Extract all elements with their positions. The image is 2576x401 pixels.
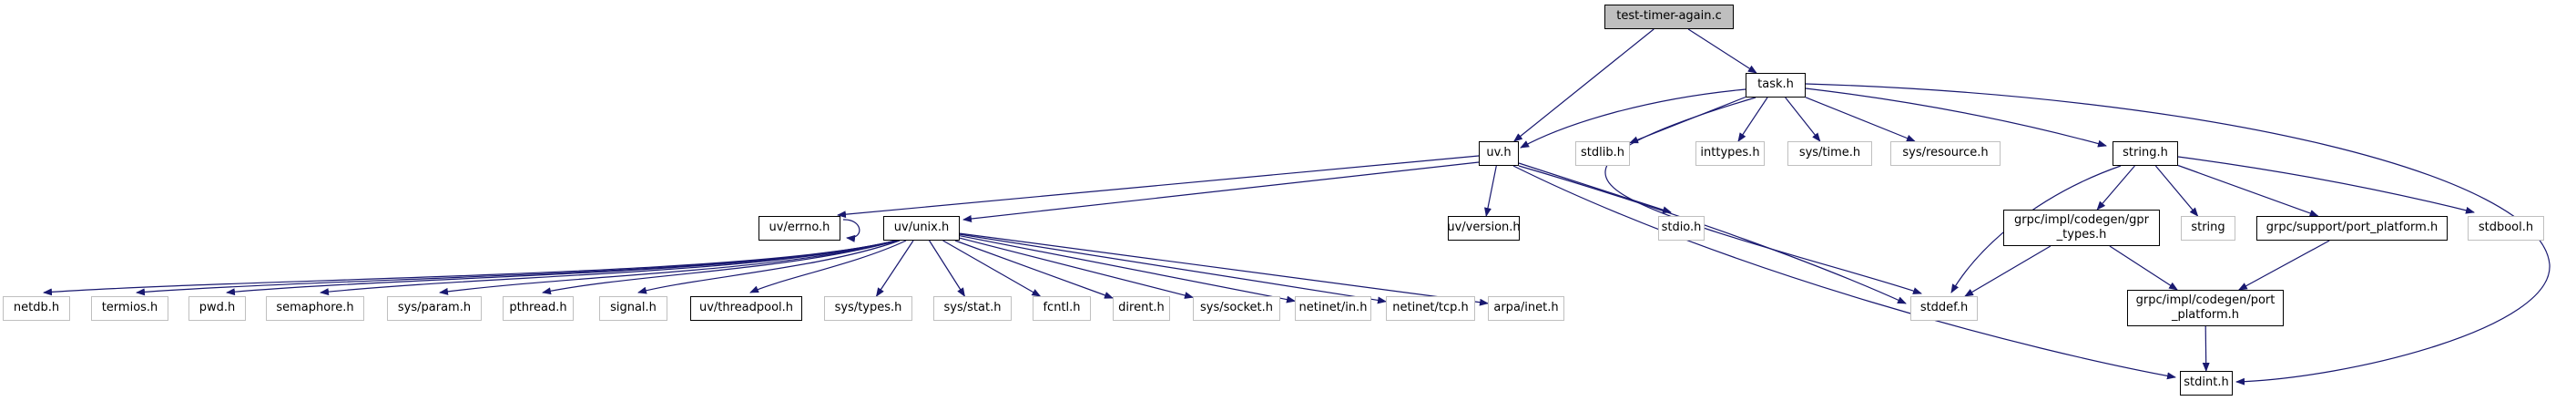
edge-test-timer-again-c-task-h [1687, 28, 1757, 74]
node-test-timer-again-c[interactable]: test-timer-again.c [1604, 5, 1734, 29]
edge-uv-unix-h-sys-stat-h [929, 240, 965, 297]
node-stdbool-h[interactable]: stdbool.h [2468, 216, 2544, 241]
node-netdb-h[interactable]: netdb.h [3, 296, 70, 321]
edge-uv-h-stddef-h [1518, 165, 1907, 304]
node-semaphore-h[interactable]: semaphore.h [266, 296, 364, 321]
node-string[interactable]: string [2181, 216, 2235, 241]
edge-uv-h-uv-version-h [1484, 165, 1497, 217]
node-sys-time-h[interactable]: sys/time.h [1787, 141, 1872, 166]
edge-gpr-types-h-stddef-h [1964, 245, 2052, 297]
node-uv-threadpool-h[interactable]: uv/threadpool.h [690, 296, 802, 321]
node-termios-h[interactable]: termios.h [91, 296, 168, 321]
node-sys-socket-h[interactable]: sys/socket.h [1193, 296, 1280, 321]
edge-task-h-sys-resource-h [1805, 97, 1916, 142]
edge-task-h-uv-h [1520, 88, 1746, 149]
edge-uv-unix-h-netinet-in-h [959, 235, 1296, 303]
node-sys-resource-h[interactable]: sys/resource.h [1890, 141, 2001, 166]
edge-uv-errno-h-uv-errno-h [842, 219, 860, 242]
node-sys-types-h[interactable]: sys/types.h [824, 296, 912, 321]
node-support-port-platform-h[interactable]: grpc/support/port_platform.h [2256, 216, 2448, 241]
edge-test-timer-again-c-uv-h [1513, 28, 1655, 142]
edge-uv-h-stdint-h [1512, 165, 2176, 380]
edge-uv-unix-h-pwd-h [226, 240, 897, 296]
node-fcntl-h[interactable]: fcntl.h [1033, 296, 1091, 321]
edge-string-h-string [2154, 165, 2199, 217]
edge-uv-unix-h-pthread-h [542, 240, 899, 295]
edge-uv-unix-h-sys-socket-h [959, 237, 1194, 299]
edge-uv-unix-h-sys-param-h [439, 240, 898, 295]
node-stdio-h[interactable]: stdio.h [1658, 216, 1705, 241]
node-stddef-h[interactable]: stddef.h [1910, 296, 1978, 321]
node-codegen-port-platform-h[interactable]: grpc/impl/codegen/port _platform.h [2127, 290, 2284, 326]
edge-string-h-gpr-types-h [2096, 165, 2135, 211]
edge-uv-unix-h-semaphore-h [320, 240, 897, 296]
node-uv-h[interactable]: uv.h [1479, 141, 1519, 166]
edge-support-port-platform-h-codegen-port-platform-h [2237, 240, 2330, 291]
node-sys-param-h[interactable]: sys/param.h [387, 296, 482, 321]
node-netinet-in-h[interactable]: netinet/in.h [1295, 296, 1371, 321]
node-sys-stat-h[interactable]: sys/stat.h [933, 296, 1012, 321]
node-uv-unix-h[interactable]: uv/unix.h [883, 216, 960, 241]
edge-uv-h-uv-unix-h [962, 161, 1480, 222]
edge-task-h-inttypes-h [1737, 97, 1768, 142]
node-arpa-inet-h[interactable]: arpa/inet.h [1488, 296, 1564, 321]
node-pthread-h[interactable]: pthread.h [503, 296, 574, 321]
node-stdlib-h[interactable]: stdlib.h [1575, 141, 1630, 166]
node-uv-errno-h[interactable]: uv/errno.h [759, 216, 840, 241]
edge-string-h-stdbool-h [2177, 156, 2475, 214]
edge-task-h-stddef-h [1604, 97, 1922, 294]
edge-uv-unix-h-fcntl-h [942, 240, 1042, 297]
edge-gpr-types-h-codegen-port-platform-h [2109, 245, 2178, 291]
edge-task-h-string-h [1805, 87, 2107, 148]
node-gpr-types-h[interactable]: grpc/impl/codegen/gpr _types.h [2003, 210, 2160, 246]
edge-uv-unix-h-signal-h [637, 240, 901, 294]
node-string-h[interactable]: string.h [2113, 141, 2178, 166]
node-inttypes-h[interactable]: inttypes.h [1695, 141, 1765, 166]
edge-uv-h-uv-errno-h [837, 155, 1480, 219]
edge-task-h-sys-time-h [1785, 97, 1821, 142]
edge-uv-unix-h-netinet-tcp-h [959, 233, 1387, 304]
node-dirent-h[interactable]: dirent.h [1113, 296, 1170, 321]
node-uv-version-h[interactable]: uv/version.h [1447, 216, 1521, 241]
edge-uv-unix-h-arpa-inet-h [959, 232, 1489, 306]
node-stdint-h[interactable]: stdint.h [2180, 371, 2233, 396]
node-signal-h[interactable]: signal.h [599, 296, 667, 321]
node-pwd-h[interactable]: pwd.h [188, 296, 246, 321]
edge-codegen-port-platform-h-stdint-h [2202, 325, 2210, 372]
edge-uv-unix-h-dirent-h [954, 240, 1114, 299]
edge-uv-h-stdio-h [1518, 162, 1672, 214]
node-netinet-tcp-h[interactable]: netinet/tcp.h [1386, 296, 1475, 321]
edge-uv-unix-h-netdb-h [43, 240, 897, 296]
edge-string-h-support-port-platform-h [2177, 164, 2319, 217]
node-task-h[interactable]: task.h [1746, 73, 1806, 98]
edge-uv-unix-h-uv-threadpool-h [749, 240, 907, 293]
edge-uv-unix-h-sys-types-h [875, 240, 914, 297]
